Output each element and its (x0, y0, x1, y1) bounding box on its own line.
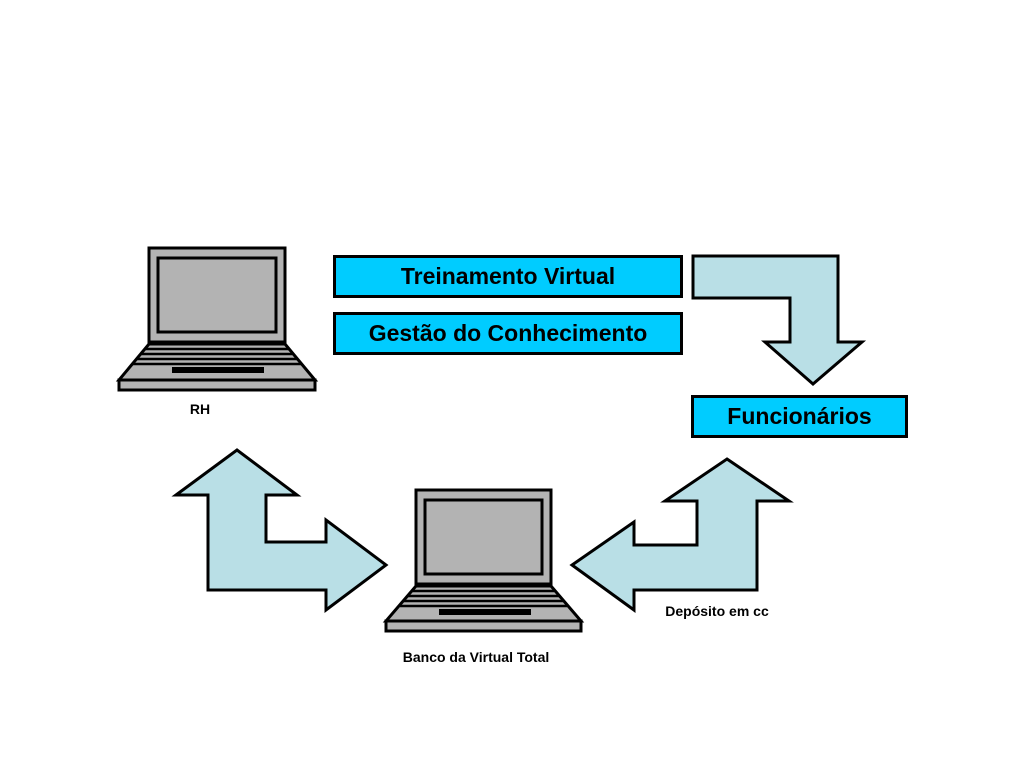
node-label-banco: Banco da Virtual Total (402, 649, 550, 665)
arrow-banco-funcionarios (569, 457, 794, 613)
service-box-gestao: Gestão do Conhecimento (333, 312, 683, 355)
edge-label-deposito: Depósito em cc (665, 603, 769, 619)
arrow-to-funcionarios (691, 254, 867, 386)
node-box-funcionarios: Funcionários (691, 395, 908, 438)
banco-laptop-icon (382, 488, 585, 633)
service-box-treinamento: Treinamento Virtual (333, 255, 683, 298)
node-label-rh: RH (189, 401, 211, 417)
rh-laptop-icon (115, 246, 319, 392)
arrow-rh-banco (171, 448, 389, 613)
